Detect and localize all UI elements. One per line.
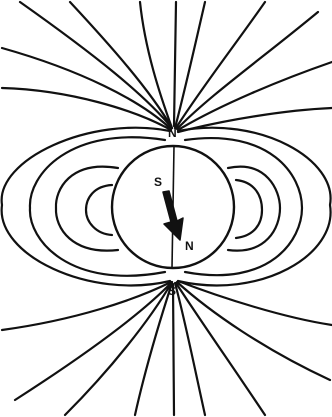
pole-label-bottom: S [168, 284, 176, 298]
needle-label-tail: S [154, 175, 162, 189]
axis-line-bottom [173, 284, 174, 415]
needle-label-head: N [185, 239, 194, 253]
pole-label-top: N [168, 126, 177, 140]
